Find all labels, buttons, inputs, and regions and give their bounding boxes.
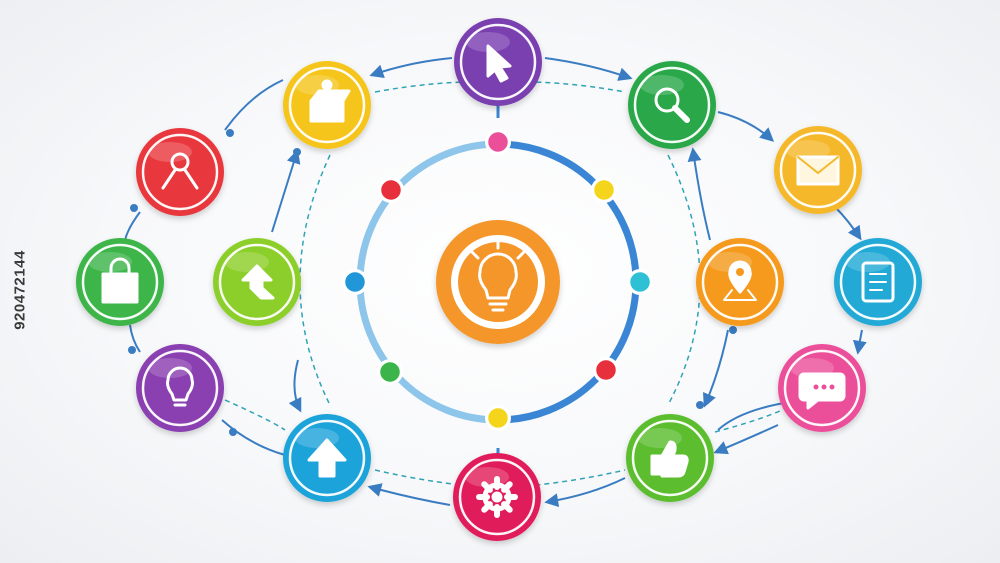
- ring-dot: [378, 177, 404, 203]
- upload-node: [283, 414, 371, 502]
- shopping-bag-icon: [101, 257, 139, 304]
- cursor-icon: [486, 44, 512, 83]
- thumbs-up-node: [626, 414, 714, 502]
- envelope-icon: [796, 155, 840, 186]
- clipboard-icon: [861, 261, 895, 303]
- node-inner-ring: [459, 23, 537, 101]
- center-hub: [436, 220, 560, 344]
- growth-node: [213, 238, 301, 326]
- person-icon: [161, 152, 199, 190]
- search-icon: [654, 87, 690, 123]
- lightbulb-outline-icon: [166, 366, 194, 407]
- connector-arrow: [288, 359, 302, 413]
- connector-arrow: [271, 149, 301, 233]
- node-inner-ring: [141, 133, 219, 211]
- icon-nodes: [76, 18, 922, 541]
- node-gloss: [225, 252, 269, 272]
- mail-node: [774, 126, 862, 214]
- ring-dot: [485, 405, 511, 431]
- connector-dot: [226, 129, 234, 137]
- stock-id-label: 920472144: [6, 140, 34, 440]
- cursor-node: [454, 18, 542, 106]
- chat-bubble-icon: [798, 372, 846, 410]
- node-inner-ring: [81, 243, 159, 321]
- connector-arrow: [717, 111, 775, 142]
- node-inner-ring: [288, 66, 366, 144]
- connector-line: [224, 79, 284, 131]
- location-node: [696, 238, 784, 326]
- ring-dot: [591, 177, 617, 203]
- ring-dot: [593, 357, 619, 383]
- node-inner-ring: [839, 243, 917, 321]
- map-pin-icon: [723, 260, 757, 301]
- connector-line: [124, 211, 141, 241]
- connector-dot: [696, 401, 704, 409]
- connector-arrow: [544, 57, 633, 81]
- node-inner-ring: [288, 419, 366, 497]
- dashed-path: [299, 154, 331, 406]
- shopping-node: [76, 238, 164, 326]
- dashed-path: [224, 399, 286, 431]
- connector-line: [129, 324, 141, 353]
- node-gloss: [640, 75, 684, 95]
- node-inner-ring: [779, 131, 857, 209]
- node-inner-ring: [633, 66, 711, 144]
- connector-line: [221, 419, 286, 456]
- connector-arrow: [713, 424, 779, 455]
- dashed-path: [374, 80, 626, 93]
- stock-id-text: 920472144: [11, 250, 29, 330]
- connector-arrow: [687, 147, 711, 241]
- gear-icon: [476, 476, 518, 518]
- connector-dot: [229, 428, 237, 436]
- ring-dot: [627, 269, 653, 295]
- document-node: [834, 238, 922, 326]
- node-inner-ring: [701, 243, 779, 321]
- dashed-path: [667, 154, 701, 406]
- connector-arrow: [835, 207, 862, 241]
- settings-node: [453, 453, 541, 541]
- connector-line: [717, 401, 791, 431]
- node-gloss: [786, 140, 830, 160]
- inner-ring: [342, 104, 653, 462]
- connector-arrow: [702, 329, 729, 408]
- connector-arrow: [852, 329, 867, 355]
- node-inner-ring: [218, 243, 296, 321]
- connector-arrow: [544, 477, 626, 508]
- dashed-path: [714, 409, 783, 433]
- thumbs-up-icon: [650, 440, 689, 478]
- box-node: [283, 61, 371, 149]
- package-icon: [309, 79, 351, 123]
- arrow-up-icon: [307, 438, 347, 478]
- node-inner-ring: [141, 349, 219, 427]
- dashed-path: [374, 469, 626, 489]
- trend-arrow-icon: [241, 264, 275, 300]
- node-gloss: [148, 358, 192, 378]
- node-gloss: [148, 142, 192, 162]
- connector-dot: [130, 204, 138, 212]
- ring-dot: [377, 359, 403, 385]
- connector-dot: [729, 326, 737, 334]
- node-disc: [136, 128, 224, 216]
- node-inner-ring: [631, 419, 709, 497]
- connector-arrows: [124, 57, 867, 508]
- ring-dot: [342, 269, 368, 295]
- ring-dot: [485, 129, 511, 155]
- chat-node: [778, 344, 866, 432]
- connector-dot: [128, 346, 136, 354]
- node-disc: [628, 61, 716, 149]
- user-node: [136, 128, 224, 216]
- idea-node: [136, 344, 224, 432]
- node-gloss: [466, 32, 510, 52]
- connector-arrow: [369, 57, 453, 78]
- node-inner-ring: [458, 458, 536, 536]
- node-gloss: [88, 252, 132, 272]
- lightbulb-icon: [470, 240, 526, 312]
- search-node: [628, 61, 716, 149]
- connector-arrow: [367, 483, 451, 506]
- node-inner-ring: [783, 349, 861, 427]
- connector-dot: [293, 148, 301, 156]
- node-disc: [136, 344, 224, 432]
